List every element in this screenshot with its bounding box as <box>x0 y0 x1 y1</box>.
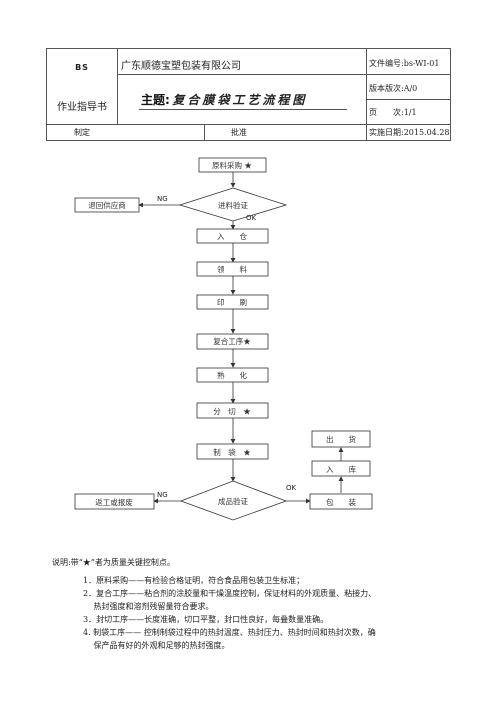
effective-date: 实施日期:2015.04.28 <box>369 128 450 137</box>
ok-label: OK <box>246 214 257 222</box>
raw-purchase-label: 原料采购 ★ <box>212 160 252 170</box>
process-box-raw-purchase <box>198 157 267 173</box>
company-name: 广东顺德宝塑包装有限公司 <box>121 61 241 72</box>
page-count: 页 次:1/1 <box>369 108 417 117</box>
note-item: 保产品有好的外观和足够的热封强度。 <box>83 641 230 650</box>
process-box-shipping <box>311 430 371 448</box>
process-box-storage <box>311 460 371 477</box>
header-divider <box>47 124 451 125</box>
ok-label: OK <box>286 484 297 492</box>
decision-final-check <box>179 480 288 521</box>
rework-label: 返工或报废 <box>95 497 133 507</box>
return-supplier-label: 退回供应商 <box>88 200 126 210</box>
process-box-return-supplier <box>74 197 140 213</box>
note-item: 热封强度和溶剂残留量符合要求。 <box>83 602 214 611</box>
document-header-table: BS 作业指导书 广东顺德宝塑包装有限公司 主题: 复合膜袋工艺流程图 文件编号… <box>46 48 451 141</box>
header-divider <box>204 124 205 141</box>
storage-label: 入 库 <box>326 464 356 474</box>
process-box-laminating <box>196 333 269 350</box>
doc-type-label: 作业指导书 <box>57 102 107 113</box>
printing-label: 印 刷 <box>217 298 247 307</box>
process-box-slitting <box>196 402 269 419</box>
topic-prefix: 主题: <box>141 93 170 107</box>
topic-name: 复合膜袋工艺流程图 <box>172 93 308 107</box>
header-divider <box>117 49 118 124</box>
note-item: 2．复合工序——粘合剂的涂胶量和干燥温度控制，保证材料的外观质量、粘接力、 <box>83 589 377 598</box>
note-item: 1．原料采购——有检验合格证明，符合食品用包装卫生标准； <box>83 576 305 585</box>
warehouse-in-label: 入 仓 <box>217 231 247 241</box>
laminating-label: 复合工序★ <box>213 336 251 346</box>
notes-title: 说明:带“★”者为质量关键控制点。 <box>52 558 175 567</box>
note-item: 3．封切工序——长度准确，切口平整，封口性良好，每叠数量准确。 <box>83 615 329 624</box>
ng-label: NG <box>157 491 168 499</box>
process-box-rework <box>74 493 155 510</box>
ng-label: NG <box>157 195 168 203</box>
title-underline <box>139 109 347 110</box>
version-number: 版本版次:A/0 <box>369 84 418 93</box>
decision-incoming-check <box>178 187 288 222</box>
bag-making-label: 制 袋 ★ <box>213 447 251 457</box>
process-box-printing <box>196 294 269 310</box>
process-box-bag-making <box>196 443 269 460</box>
header-divider <box>366 74 451 75</box>
curing-label: 熟 化 <box>217 370 247 380</box>
shipping-label: 出 货 <box>326 434 356 444</box>
incoming-check-label: 进料验证 <box>218 200 248 210</box>
company-logo: BS <box>75 63 89 72</box>
prepared-by-label: 制定 <box>74 128 90 137</box>
header-divider <box>366 99 451 100</box>
page-title: 主题: 复合膜袋工艺流程图 <box>141 91 307 108</box>
process-box-warehouse-in <box>196 228 269 244</box>
material-pick-label: 领 料 <box>217 264 247 274</box>
note-item: 4. 制袋工序—— 控制制袋过程中的热封温度、热封压力、热封时间和热封次数，确 <box>83 628 376 637</box>
process-box-curing <box>196 367 269 383</box>
process-box-material-pick <box>196 261 269 277</box>
process-box-packing <box>309 493 373 510</box>
notes-list: 1．原料采购——有检验合格证明，符合食品用包装卫生标准； 2．复合工序——粘合剂… <box>83 574 463 652</box>
header-divider <box>366 49 367 141</box>
packing-label: 包 装 <box>326 497 356 507</box>
final-check-label: 成品验证 <box>218 496 248 506</box>
slitting-label: 分 切 ★ <box>213 407 251 416</box>
header-divider <box>117 74 366 75</box>
approved-by-label: 批准 <box>231 128 247 137</box>
file-number: 文件编号:bs-WI-01 <box>369 59 440 68</box>
